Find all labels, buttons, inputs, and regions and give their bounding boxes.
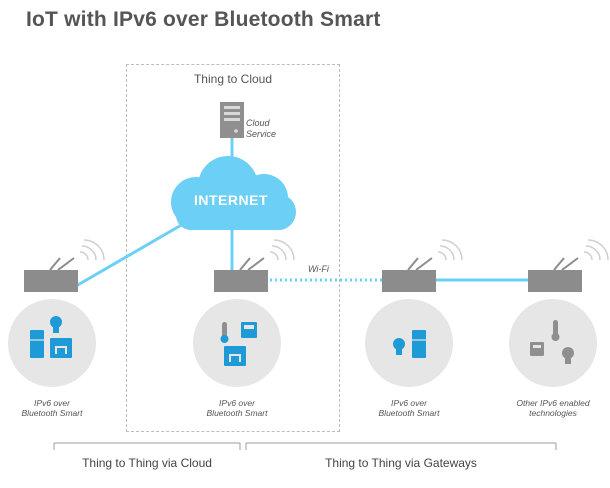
thermometer-icon xyxy=(220,322,229,343)
coffee-maker-icon xyxy=(50,338,72,358)
group-1-line-2: Bluetooth Smart xyxy=(21,408,83,418)
group-3-line-1: IPv6 over xyxy=(391,398,427,408)
group-2-line-1: IPv6 over xyxy=(219,398,255,408)
page-title: IoT with IPv6 over Bluetooth Smart xyxy=(26,8,381,31)
group-label-4: Other IPv6 enabled technologies xyxy=(503,398,603,418)
cloud-service-line-2: Service xyxy=(246,129,277,139)
group-label-3: IPv6 over Bluetooth Smart xyxy=(359,398,459,418)
thing-to-thing-via-cloud-label: Thing to Thing via Cloud xyxy=(82,456,212,470)
thermometer-icon-2 xyxy=(551,320,560,341)
group-label-2: IPv6 over Bluetooth Smart xyxy=(187,398,287,418)
group-label-1: IPv6 over Bluetooth Smart xyxy=(2,398,102,418)
lightbulb-icon-2 xyxy=(393,338,405,355)
gateway-router-icon-2 xyxy=(214,239,295,292)
group-2-line-2: Bluetooth Smart xyxy=(206,408,268,418)
bottom-bracket-right xyxy=(245,442,557,450)
wifi-label: Wi-Fi xyxy=(308,264,329,274)
cloud-service-label: Cloud Service xyxy=(246,118,276,140)
lightbulb-icon xyxy=(50,316,62,333)
group-3-line-2: Bluetooth Smart xyxy=(378,408,440,418)
cloud-service-line-1: Cloud xyxy=(246,118,270,128)
internet-label: INTERNET xyxy=(194,192,268,208)
coffee-maker-icon-2 xyxy=(224,346,246,366)
group-4-line-2: technologies xyxy=(529,408,577,418)
gateway-router-icon-3 xyxy=(382,239,463,292)
gateway1-to-internet-link xyxy=(75,218,191,288)
fridge-icon xyxy=(30,330,44,358)
fridge-icon-2 xyxy=(412,330,426,358)
thing-to-cloud-label: Thing to Cloud xyxy=(193,72,273,86)
group-4-line-1: Other IPv6 enabled xyxy=(516,398,590,408)
cloud-server-icon xyxy=(220,102,244,138)
gateway-router-icon-1 xyxy=(24,239,105,292)
lightbulb-icon-3 xyxy=(562,347,574,364)
scale-icon-2 xyxy=(530,342,544,356)
group-1-line-1: IPv6 over xyxy=(34,398,70,408)
device-group-circle-2 xyxy=(193,299,281,387)
thing-to-cloud-boundary xyxy=(126,64,340,432)
internet-cloud-icon xyxy=(171,156,296,230)
scale-icon xyxy=(241,322,257,338)
device-group-circle-3 xyxy=(365,299,453,387)
gateway-router-icon-4 xyxy=(528,239,609,292)
device-group-circle-4 xyxy=(509,299,597,387)
thing-to-thing-via-gateways-label: Thing to Thing via Gateways xyxy=(325,456,477,470)
bottom-bracket-left xyxy=(53,442,241,450)
